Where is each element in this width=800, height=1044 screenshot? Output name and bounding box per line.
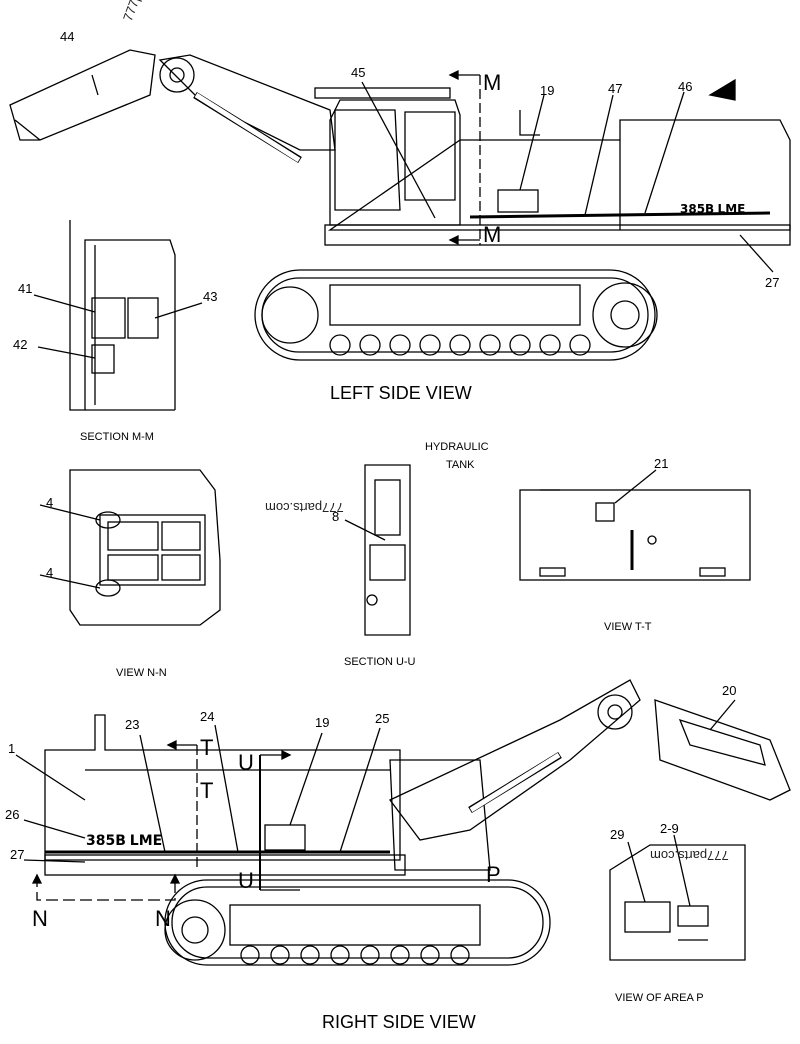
callout-44: 44: [60, 29, 75, 44]
view-area-p-drawing: [609, 834, 746, 961]
section-letter-u-bottom: U: [238, 868, 254, 893]
section-letter-m-top: M: [483, 70, 502, 95]
hydraulic-label: HYDRAULIC: [425, 441, 489, 453]
right-side-view-title: RIGHT SIDE VIEW: [322, 1012, 476, 1032]
view-nn-title: VIEW N-N: [116, 667, 167, 679]
callout-23: 23: [125, 717, 140, 732]
callout-26: 26: [5, 807, 20, 822]
callout-25: 25: [375, 711, 390, 726]
callout-42: 42: [13, 337, 28, 352]
callout-1: 1: [8, 741, 16, 756]
callout-24: 24: [200, 709, 215, 724]
callout-2-9: 2-9: [660, 821, 679, 836]
right-side-view-drawing: [15, 679, 641, 966]
section-letter-m-bottom: M: [483, 222, 502, 247]
callout-4-top: 4: [46, 495, 54, 510]
view-nn-drawing: [39, 469, 221, 626]
view-tt-title: VIEW T-T: [604, 621, 652, 633]
section-letter-t-top: T: [200, 735, 214, 760]
section-letter-u-top: U: [238, 750, 254, 775]
callout-46: 46: [678, 79, 693, 94]
view-tt-drawing: [519, 469, 751, 581]
model-decal-left: 385B LME: [680, 202, 746, 216]
callout-47: 47: [608, 81, 623, 96]
section-mm-title: SECTION M-M: [80, 431, 154, 443]
callout-29: 29: [610, 827, 625, 842]
callout-21: 21: [654, 456, 669, 471]
callout-20: 20: [722, 683, 737, 698]
section-mm-drawing: [33, 220, 203, 411]
section-uu-drawing: [344, 464, 411, 636]
callout-8: 8: [332, 509, 340, 524]
watermark-area-p: 777parts.com: [650, 848, 729, 863]
section-letter-n-right: N: [155, 906, 171, 931]
callout-4-bottom: 4: [46, 565, 54, 580]
tank-label: TANK: [446, 459, 475, 471]
left-side-view-title: LEFT SIDE VIEW: [330, 383, 472, 403]
callout-19-left: 19: [540, 83, 555, 98]
arm-detail-drawing: [654, 699, 791, 801]
area-letter-p: P: [486, 862, 501, 887]
callout-19-right: 19: [315, 715, 330, 730]
section-letter-n-left: N: [32, 906, 48, 931]
view-area-p-title: VIEW OF AREA P: [615, 992, 704, 1004]
callout-27-left: 27: [765, 275, 780, 290]
callout-41: 41: [18, 281, 33, 296]
callout-27-right: 27: [10, 847, 25, 862]
callout-43: 43: [203, 289, 218, 304]
section-letter-t-bottom: T: [200, 778, 214, 803]
left-side-view-drawing: [9, 49, 791, 361]
section-uu-title: SECTION U-U: [344, 656, 416, 668]
callout-45: 45: [351, 65, 366, 80]
model-decal-right: 385B LME: [86, 833, 163, 849]
